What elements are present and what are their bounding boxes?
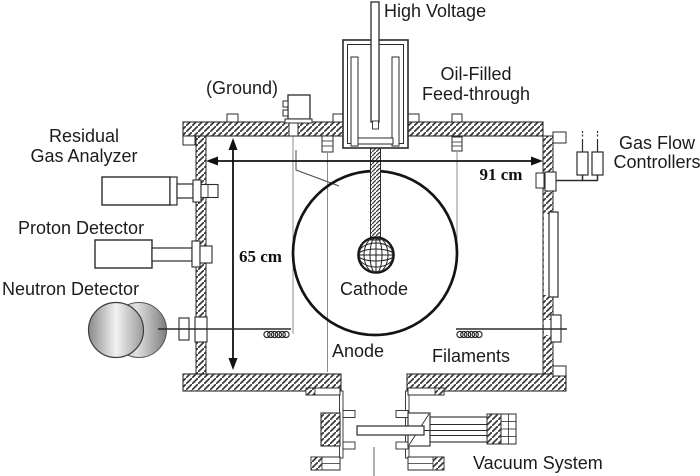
label-anode: Anode (332, 341, 384, 361)
label-oil-filled-2: Feed-through (422, 84, 530, 104)
anode-support-wires (292, 136, 458, 372)
chamber-bottom-left (182, 373, 342, 392)
label-cathode: Cathode (340, 279, 408, 299)
bottom-right-lip (552, 365, 567, 377)
filament-right (456, 314, 567, 343)
label-gas-flow-1: Gas Flow (619, 133, 696, 153)
label-dim-91cm: 91 cm (480, 165, 523, 184)
window-port-gap (543, 214, 553, 295)
valve-plate (356, 425, 425, 436)
viewport-window (548, 211, 559, 298)
lid-left-lip (182, 135, 196, 146)
label-vacuum-system: Vacuum System (473, 453, 603, 473)
ground-connector (282, 94, 313, 137)
insulator-left (350, 56, 359, 147)
insulator-right (391, 56, 400, 147)
lid-bolt-left (226, 113, 239, 123)
proton-detector-device (94, 239, 213, 269)
anode-standoff-left (321, 135, 334, 153)
anode-standoff-right (451, 136, 463, 152)
dim-arrow-width (206, 156, 543, 166)
neutron-detector-device (87, 301, 167, 359)
valve-left-flange (320, 412, 341, 447)
hv-rod (370, 1, 380, 123)
chamber-bottom-right (406, 373, 567, 392)
rga-detector (101, 176, 219, 206)
filament-left (158, 316, 291, 343)
ground-wire (295, 150, 340, 187)
valve-side-arm (429, 416, 490, 443)
label-gas-flow-2: Controllers (613, 152, 700, 172)
lid-bolt-right (451, 113, 463, 123)
label-residual-2: Gas Analyzer (30, 146, 137, 166)
oil-feedthrough (332, 1, 420, 149)
dim-arrow-height (228, 138, 238, 370)
label-residual-1: Residual (49, 126, 119, 146)
filament-port-gap-right (543, 320, 553, 335)
filament-coil-right (456, 330, 483, 339)
label-high-voltage: High Voltage (384, 1, 486, 21)
label-dim-65cm: 65 cm (239, 247, 282, 266)
label-oil-filled-1: Oil-Filled (440, 64, 511, 84)
vacuum-system-assembly (305, 387, 517, 476)
filament-coil-left (263, 330, 290, 339)
label-filaments: Filaments (432, 346, 510, 366)
label-ground: (Ground) (206, 78, 278, 98)
gas-flow-controllers-device (535, 131, 604, 192)
label-proton-detector: Proton Detector (18, 218, 144, 238)
cathode-grid (357, 236, 395, 274)
label-neutron-detector: Neutron Detector (2, 279, 139, 299)
lid-right-lip (552, 131, 567, 144)
